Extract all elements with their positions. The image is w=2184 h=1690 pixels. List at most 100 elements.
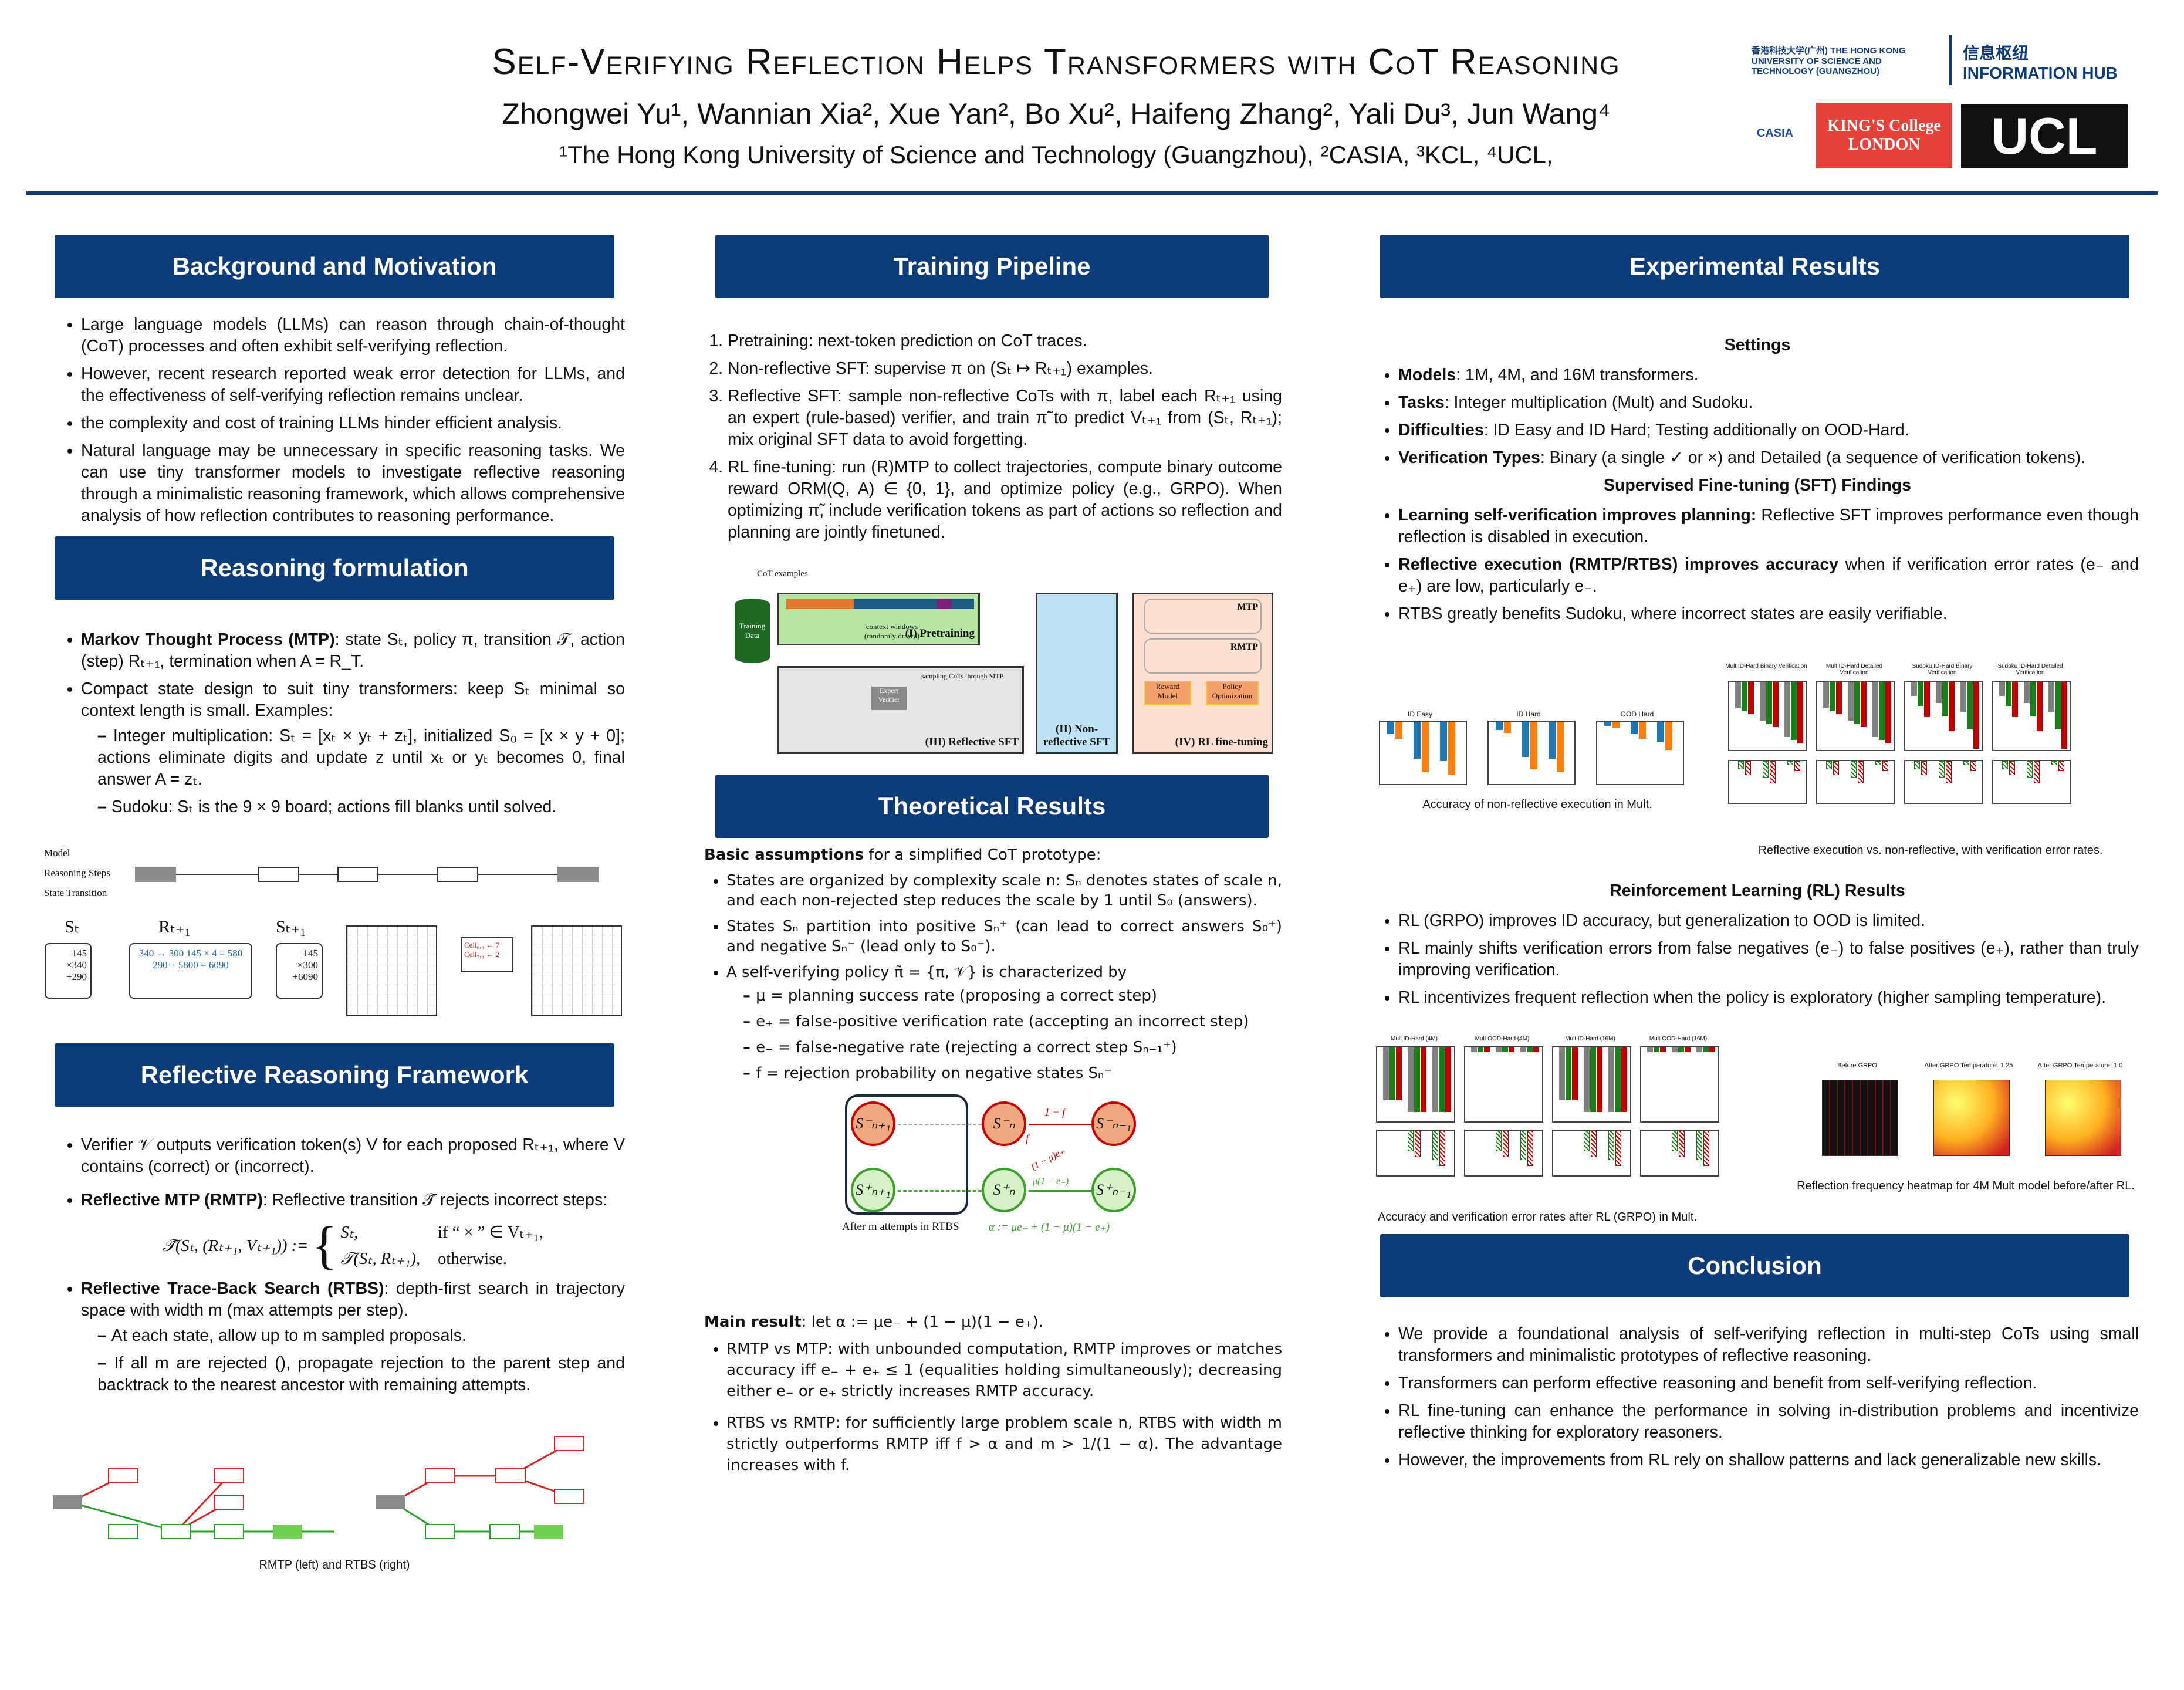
reflection-heatmap [2045,1080,2121,1156]
token-sequence [786,599,974,609]
bar [1422,722,1429,772]
background-text: Large language models (LLMs) can reason … [59,314,625,533]
r2-node [337,867,378,882]
bar [1549,722,1556,759]
param: e₊ = false-positive verification rate (a… [743,1012,1282,1032]
bar [2048,682,2054,712]
bar [1914,761,1920,769]
bar [1647,1047,1653,1052]
bar [1672,1131,1678,1151]
bar [1590,1047,1596,1112]
bar [1885,682,1891,743]
setting: Models: 1M, 4M, and 16M transformers. [1398,364,2139,386]
settings-title: Settings [1724,336,1791,354]
conclusion-point: We provide a foundational analysis of se… [1398,1323,2139,1367]
bullet: Large language models (LLMs) can reason … [81,314,625,357]
rtbs-sub: If all m are rejected (), propagate reje… [97,1353,625,1396]
ucl-text: UCL [1991,107,2098,165]
bar [1527,1131,1533,1166]
bar [2061,682,2067,749]
chain-line [176,874,599,875]
bar [1848,682,1854,721]
alpha-def: α := μe₋ + (1 − μ)(1 − e₊) [989,1221,1110,1233]
bar [1823,682,1829,708]
bar [1678,1047,1684,1052]
plot-frame [1992,760,2071,804]
fig2-caption: Reflective execution vs. non-reflective,… [1758,844,2103,857]
bar [1387,722,1394,734]
bar [1432,1131,1438,1160]
fig1-caption: Accuracy of non-reflective execution in … [1422,798,1652,811]
panel-title: After GRPO Temperature: 1.0 [2037,1062,2123,1069]
bar [1858,761,1864,783]
bar [1530,722,1537,769]
node-pos-n1: S⁺ₙ₊₁ [851,1168,895,1212]
rtbs-sub: At each state, allow up to m sampled pro… [97,1325,625,1347]
plot-frame [1816,760,1895,804]
bullet: States Sₙ partition into positive Sₙ⁺ (c… [726,917,1282,956]
st-label: Sₜ [65,917,80,937]
stage-non-reflective-sft: (II) Non-reflective SFT [1036,593,1118,754]
bar [1520,1131,1526,1160]
setting-key: Verification Types [1398,448,1540,467]
stage-label: (I) Pretraining [905,627,975,640]
kcl-logo: KING'S College LONDON [1816,103,1952,168]
example: Sudoku: Sₜ is the 9 × 9 board; actions f… [97,796,625,818]
bullet: States are organized by complexity scale… [726,871,1282,911]
panel-title: Before GRPO [1837,1062,1877,1069]
bar [2006,682,2011,706]
bar [1484,1047,1490,1052]
bar [1604,722,1611,726]
section-header-theory: Theoretical Results [715,775,1269,838]
rl-finding: RL mainly shifts verification errors fro… [1398,938,2139,981]
logo-divider [1949,35,1952,85]
param: μ = planning success rate (proposing a c… [743,986,1282,1006]
bar [1660,1047,1666,1052]
bar [1745,761,1751,775]
plot-frame [1552,1130,1631,1177]
rmtp-term: Reflective MTP (RMTP) [81,1191,263,1209]
panel-title: Mult ID-Hard (16M) [1565,1036,1615,1042]
setting-value: : Binary (a single ✓ or ×) and Detailed … [1540,448,2086,467]
pipeline-step: RL fine-tuning: run (R)MTP to collect tr… [728,457,1282,543]
plot-frame [1464,1130,1543,1177]
hub-en: INFORMATION HUB [1963,64,2118,82]
bar [1960,682,1966,712]
bar [1672,1047,1678,1052]
bar [1615,1131,1621,1166]
header-divider [26,191,2158,195]
bar [1504,722,1511,733]
finding: Reflective execution (RMTP/RTBS) improve… [1398,554,2139,597]
panel-title: Sudoku ID-Hard Detailed Verification [1997,663,2063,676]
bullet: the complexity and cost of training LLMs… [81,413,625,434]
row-label: Reasoning Steps [44,867,110,878]
mtp-term: Markov Thought Process (MTP) [81,630,335,649]
plot-frame [1379,721,1467,785]
edge [898,1124,982,1125]
finding: Learning self-verification improves plan… [1398,505,2139,548]
plot-frame [1640,1130,1719,1177]
reflection-heatmap [1933,1080,2010,1156]
bar [1591,1131,1597,1157]
r1-node [258,867,299,882]
mtp-example-figure: Model Reasoning Steps State Transition S… [41,840,628,1031]
bar [2002,761,2008,769]
q-node [135,867,176,882]
bar [1389,1047,1395,1100]
section-header-conclusion: Conclusion [1380,1234,2129,1297]
bar [1794,761,1800,771]
section-header-experiments: Experimental Results [1380,235,2129,298]
bar [1703,1047,1709,1052]
panel-title: After GRPO Temperature: 1.25 [1924,1062,2013,1069]
ctx-label: context windows (randomly drawn) [864,622,920,640]
bar [1999,682,2005,696]
bar [1851,761,1857,778]
bar [2051,761,2057,765]
edge [1029,1190,1091,1192]
casia-text: CASIA [1756,127,1794,140]
bar [1875,761,1881,765]
rmtp-rtbs-trees [53,1436,584,1539]
finding-text: Reflective SFT improves performance even… [1398,506,2139,546]
edge-label: μ(1 − e₋) [1033,1177,1069,1187]
